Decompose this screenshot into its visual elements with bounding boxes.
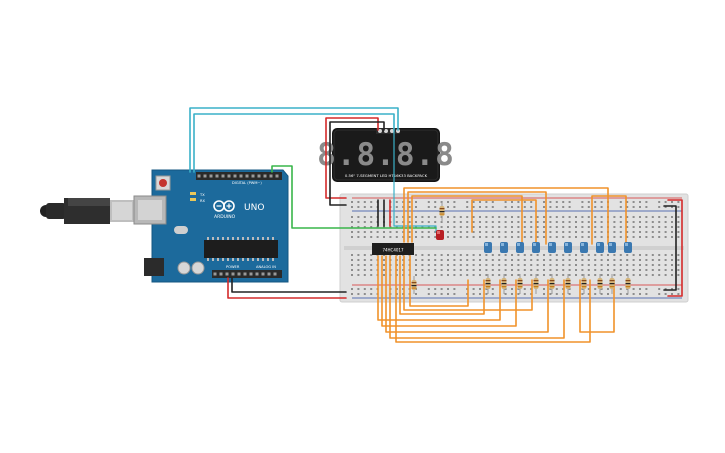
capacitor-2 bbox=[191, 261, 205, 275]
resistor[interactable] bbox=[625, 274, 631, 294]
blue-led[interactable] bbox=[596, 242, 604, 253]
display-digits: 8.8.8.8 bbox=[317, 137, 455, 173]
wire-red-vcc[interactable] bbox=[227, 277, 347, 299]
wires[interactable] bbox=[189, 107, 683, 343]
atmega-chip-legs bbox=[207, 237, 274, 261]
atmega-chip bbox=[204, 240, 278, 258]
wire-orange-7[interactable] bbox=[381, 255, 517, 327]
resistor[interactable] bbox=[565, 274, 571, 294]
resistor[interactable] bbox=[581, 274, 587, 294]
wire-orange-14[interactable] bbox=[409, 255, 469, 307]
display-header-pins bbox=[376, 128, 400, 134]
wire-orange-6[interactable] bbox=[377, 255, 501, 321]
ic-label: 74HC4017 bbox=[382, 248, 404, 253]
wire-orange-9[interactable] bbox=[389, 255, 565, 339]
wire-orange-13[interactable] bbox=[579, 279, 615, 333]
power-analog-header bbox=[212, 270, 282, 278]
red-led[interactable] bbox=[436, 230, 444, 240]
wire-black-display[interactable] bbox=[329, 121, 385, 206]
wire-orange-10[interactable] bbox=[395, 255, 591, 343]
resistor-row[interactable] bbox=[485, 274, 631, 294]
power-analog-header-pins[interactable] bbox=[213, 272, 277, 276]
wire-green[interactable] bbox=[271, 165, 437, 229]
blue-led[interactable] bbox=[624, 242, 632, 253]
reset-button-cap[interactable] bbox=[159, 179, 167, 187]
resistor-top[interactable] bbox=[439, 202, 445, 222]
wire-orange-11[interactable] bbox=[399, 255, 485, 315]
wire-black-gnd[interactable] bbox=[231, 277, 347, 293]
crystal bbox=[174, 226, 188, 234]
blue-led[interactable] bbox=[548, 242, 556, 253]
wire-orange-1[interactable] bbox=[403, 187, 609, 245]
tx-label: TX bbox=[199, 193, 205, 197]
model-label: UNO bbox=[244, 203, 264, 213]
ic-chip[interactable]: 74HC4017 bbox=[372, 243, 414, 255]
usb-cable[interactable] bbox=[40, 198, 134, 224]
wire-orange-8[interactable] bbox=[385, 255, 549, 333]
wire-black-rail-jumper[interactable] bbox=[663, 205, 677, 291]
digital-header-label: DIGITAL (PWM~) bbox=[232, 181, 262, 185]
blue-led[interactable] bbox=[500, 242, 508, 253]
wire-orange-5[interactable] bbox=[471, 199, 537, 245]
blue-led[interactable] bbox=[580, 242, 588, 253]
arduino-logo-icon bbox=[213, 200, 235, 212]
wire-red-rail-jumper[interactable] bbox=[667, 199, 683, 297]
wire-orange-4[interactable] bbox=[591, 195, 627, 245]
resistor[interactable] bbox=[549, 274, 555, 294]
seven-segment-display[interactable]: 8.8.8.8 0.56" 7-SEGMENT LED HT16K33 BACK… bbox=[317, 128, 455, 182]
resistor-left[interactable] bbox=[411, 276, 417, 294]
led-row[interactable] bbox=[484, 242, 632, 253]
digital-header bbox=[196, 172, 282, 180]
resistor[interactable] bbox=[597, 274, 603, 294]
brand-label: ARDUINO bbox=[214, 214, 236, 220]
dc-jack bbox=[144, 258, 164, 276]
blue-led[interactable] bbox=[532, 242, 540, 253]
digital-header-pins[interactable] bbox=[197, 174, 279, 178]
blue-led[interactable] bbox=[484, 242, 492, 253]
rx-label: RX bbox=[200, 199, 205, 203]
wire-orange-12[interactable] bbox=[403, 255, 533, 311]
wire-cyan-2[interactable] bbox=[193, 113, 395, 173]
blue-led[interactable] bbox=[564, 242, 572, 253]
resistor[interactable] bbox=[533, 274, 539, 294]
resistor[interactable] bbox=[501, 274, 507, 294]
wire-cyan-3[interactable] bbox=[393, 129, 437, 233]
wire-orange-2[interactable] bbox=[407, 191, 547, 245]
capacitor-1 bbox=[177, 261, 191, 275]
blue-led[interactable] bbox=[516, 242, 524, 253]
resistor[interactable] bbox=[485, 274, 491, 294]
blue-led[interactable] bbox=[608, 242, 616, 253]
center-channel bbox=[344, 246, 684, 250]
power-header-label: POWER bbox=[226, 265, 240, 269]
wire-orange-3[interactable] bbox=[411, 195, 523, 245]
wire-cyan-1[interactable] bbox=[189, 107, 399, 173]
resistor[interactable] bbox=[609, 274, 615, 294]
arduino-uno-board[interactable]: UNO ARDUINO DIGITAL (PWM~) POWER ANALOG … bbox=[133, 169, 289, 283]
backpack-label: 0.56" 7-SEGMENT LED HT16K33 BACKPACK bbox=[345, 173, 428, 178]
resistor[interactable] bbox=[517, 274, 523, 294]
analog-header-label: ANALOG IN bbox=[256, 265, 276, 269]
